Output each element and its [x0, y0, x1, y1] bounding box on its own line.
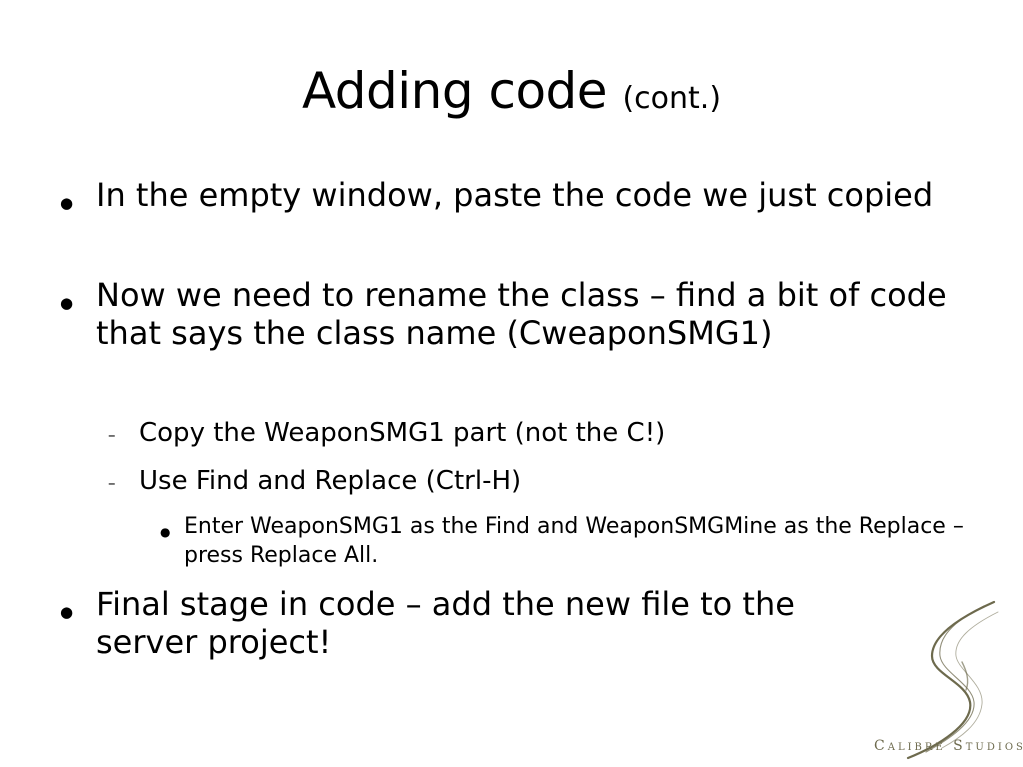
- sub-sub-bullet-text: Enter WeaponSMG1 as the Find and WeaponS…: [184, 514, 964, 568]
- bullet-item: ● In the empty window, paste the code we…: [60, 176, 980, 214]
- title-suffix: (cont.): [622, 81, 722, 116]
- logo-initial-s: S: [953, 738, 966, 754]
- logo-initial-c: C: [874, 738, 888, 754]
- bullet-marker: ●: [60, 603, 74, 621]
- bullet-item: ● Now we need to rename the class – find…: [60, 276, 980, 352]
- bullet-text: Now we need to rename the class – find a…: [96, 276, 947, 352]
- slide-title: Adding code (cont.): [0, 58, 1023, 132]
- bullet-text: Final stage in code – add the new file t…: [96, 585, 795, 661]
- bullet-marker: ●: [60, 294, 74, 312]
- logo-rest-1: ALIBRE: [887, 742, 946, 753]
- sub-bullet-text: Copy the WeaponSMG1 part (not the C!): [139, 418, 666, 448]
- title-main: Adding code: [301, 62, 608, 120]
- sub-sub-bullet-marker: ●: [160, 525, 171, 539]
- sub-bullet-item: – Copy the WeaponSMG1 part (not the C!): [108, 417, 978, 449]
- sub-sub-bullet-item: ● Enter WeaponSMG1 as the Find and Weapo…: [160, 512, 980, 570]
- company-logo-text: CALIBRE STUDIOS: [874, 738, 1023, 754]
- sub-bullet-item: – Use Find and Replace (Ctrl-H): [108, 465, 978, 497]
- bullet-text: In the empty window, paste the code we j…: [96, 176, 934, 214]
- swirl-s-icon: [906, 600, 999, 760]
- sub-bullet-marker: –: [108, 426, 116, 444]
- logo-rest-2: TUDIOS: [965, 742, 1023, 753]
- sub-bullet-marker: –: [108, 474, 116, 492]
- bullet-marker: ●: [60, 194, 74, 212]
- bullet-item: ● Final stage in code – add the new file…: [60, 585, 820, 661]
- sub-bullet-text: Use Find and Replace (Ctrl-H): [139, 466, 522, 496]
